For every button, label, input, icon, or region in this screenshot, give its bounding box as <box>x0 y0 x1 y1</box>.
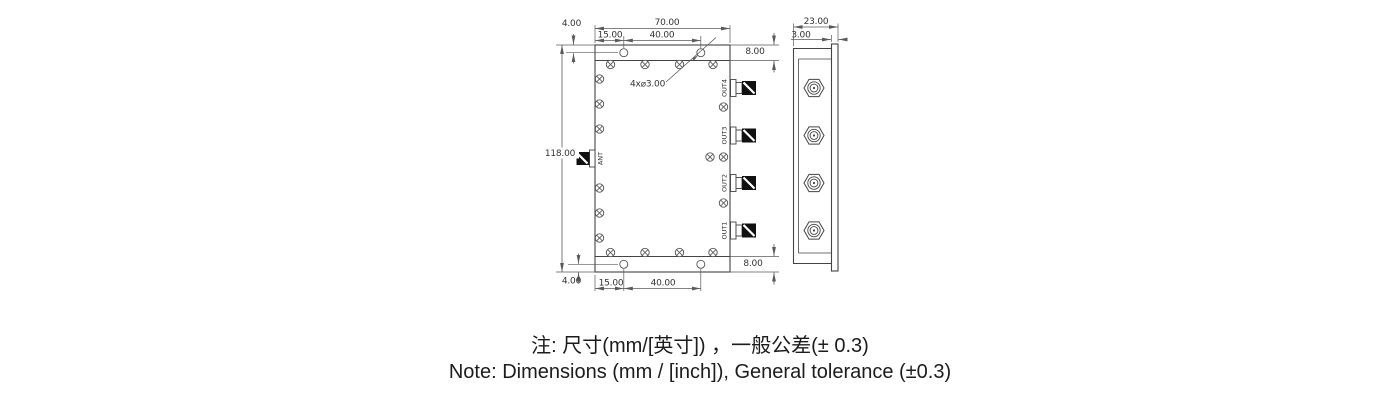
side-dimension-lines <box>791 25 848 42</box>
dim-hole-offset-top-label: 15.00 <box>598 31 623 41</box>
screw-icon <box>594 183 605 193</box>
dim-plate-label: 3.00 <box>791 31 811 41</box>
screw-icon <box>640 247 650 258</box>
front-extension-lines <box>556 25 779 291</box>
screw-icon <box>594 233 605 243</box>
screw-icon <box>594 124 605 134</box>
out3-port-label: OUT3 <box>721 127 729 145</box>
screw-icon <box>708 59 718 70</box>
out1-connector: OUT1 <box>721 222 756 240</box>
out2-connector: OUT2 <box>721 174 756 192</box>
dimension-drawing: ANT OUT4 OUT3 OUT <box>541 17 848 291</box>
dim-rail-top-label: 8.00 <box>745 47 765 57</box>
front-dimension-labels: 4.00 70.00 15.00 40.00 8.00 4x⌀3.00 118.… <box>541 18 765 289</box>
screw-icon <box>708 247 718 258</box>
mounting-hole <box>696 48 706 58</box>
dim-hole-pitch-bottom-label: 40.00 <box>651 279 676 289</box>
out1-port-label: OUT1 <box>721 222 729 240</box>
ant-connector: ANT <box>576 149 605 168</box>
hole-callout-label: 4x⌀3.00 <box>630 80 666 90</box>
dim-hole-pitch-top-label: 40.00 <box>650 31 675 41</box>
dim-bottom-offset-label: 4.00 <box>562 277 582 287</box>
front-view: ANT OUT4 OUT3 OUT <box>541 18 779 291</box>
dim-top-offset-label: 4.00 <box>562 19 582 29</box>
out-connectors: OUT4 OUT3 OUT2 OUT1 <box>721 79 756 240</box>
screw-icon <box>594 74 605 84</box>
out4-connector: OUT4 <box>721 79 756 97</box>
out2-port-label: OUT2 <box>721 174 729 192</box>
screw-icon <box>594 99 605 109</box>
screw-icon <box>594 208 605 218</box>
screw-icon <box>718 102 729 112</box>
sma-connector-icon <box>803 126 825 145</box>
out4-port-label: OUT4 <box>721 79 729 97</box>
sma-connector-icon <box>803 221 825 240</box>
cover-screws <box>594 59 729 258</box>
screw-icon <box>718 152 729 162</box>
dim-hole-offset-bottom-label: 15.00 <box>599 279 624 289</box>
side-view: 23.00 3.00 <box>791 17 848 272</box>
dim-width-label: 70.00 <box>655 18 680 28</box>
mounting-holes <box>619 48 706 269</box>
screw-icon <box>605 247 616 258</box>
dim-depth-label: 23.00 <box>804 17 829 27</box>
sma-connector-icon <box>803 78 825 98</box>
screw-icon <box>640 59 650 70</box>
screw-icon <box>605 59 616 70</box>
mounting-hole <box>696 259 706 269</box>
screw-icon <box>705 152 715 162</box>
dim-rail-bottom-label: 8.00 <box>743 259 763 269</box>
side-dimension-labels: 23.00 3.00 <box>791 17 829 41</box>
ant-port-label: ANT <box>597 152 605 165</box>
mounting-hole <box>619 48 629 58</box>
sma-connector-icon <box>803 173 825 193</box>
side-view-connectors <box>803 78 825 240</box>
screw-icon <box>718 198 729 208</box>
screw-icon <box>674 247 685 258</box>
dim-height-label: 118.00 <box>545 149 576 159</box>
drawing-notes: 注: 尺寸(mm/[英寸]) ，一般公差(± 0.3) Note: Dimens… <box>0 333 1400 385</box>
note-line-english: Note: Dimensions (mm / [inch]), General … <box>448 361 952 383</box>
note-line-chinese: 注: 尺寸(mm/[英寸]) ，一般公差(± 0.3) <box>531 335 869 357</box>
side-view-outline <box>792 43 839 272</box>
mounting-hole <box>619 259 629 269</box>
out3-connector: OUT3 <box>721 127 756 145</box>
